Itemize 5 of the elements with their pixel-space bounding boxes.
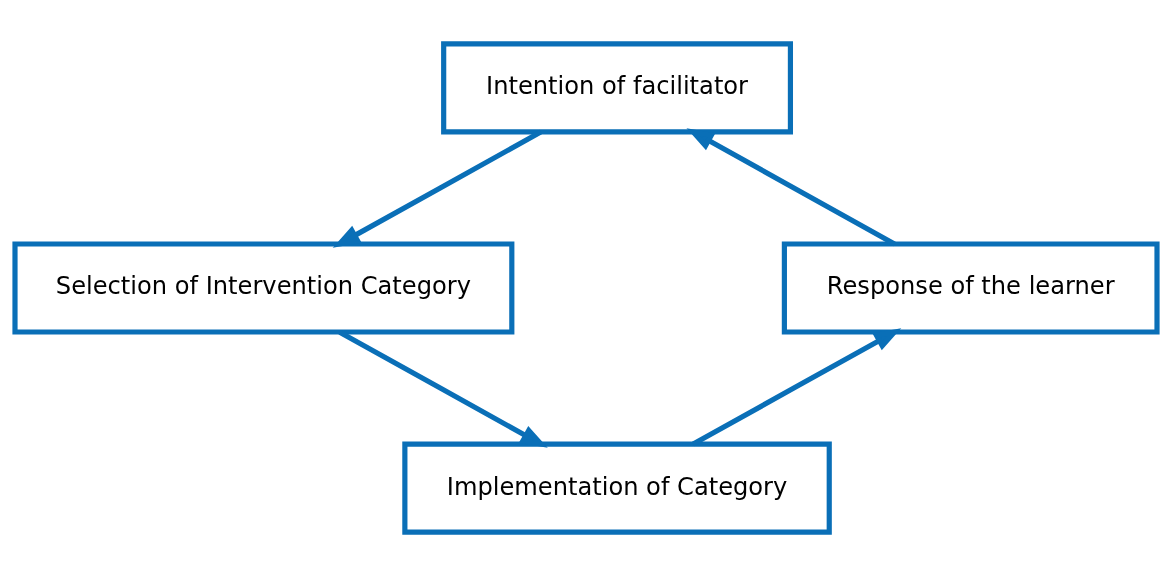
node-box: Intention of facilitator (441, 41, 793, 135)
node-box: Implementation of Category (402, 441, 832, 535)
node-box: Selection of Intervention Category (12, 241, 515, 335)
arrow (686, 128, 896, 247)
node-box: Response of the learner (781, 241, 1160, 335)
